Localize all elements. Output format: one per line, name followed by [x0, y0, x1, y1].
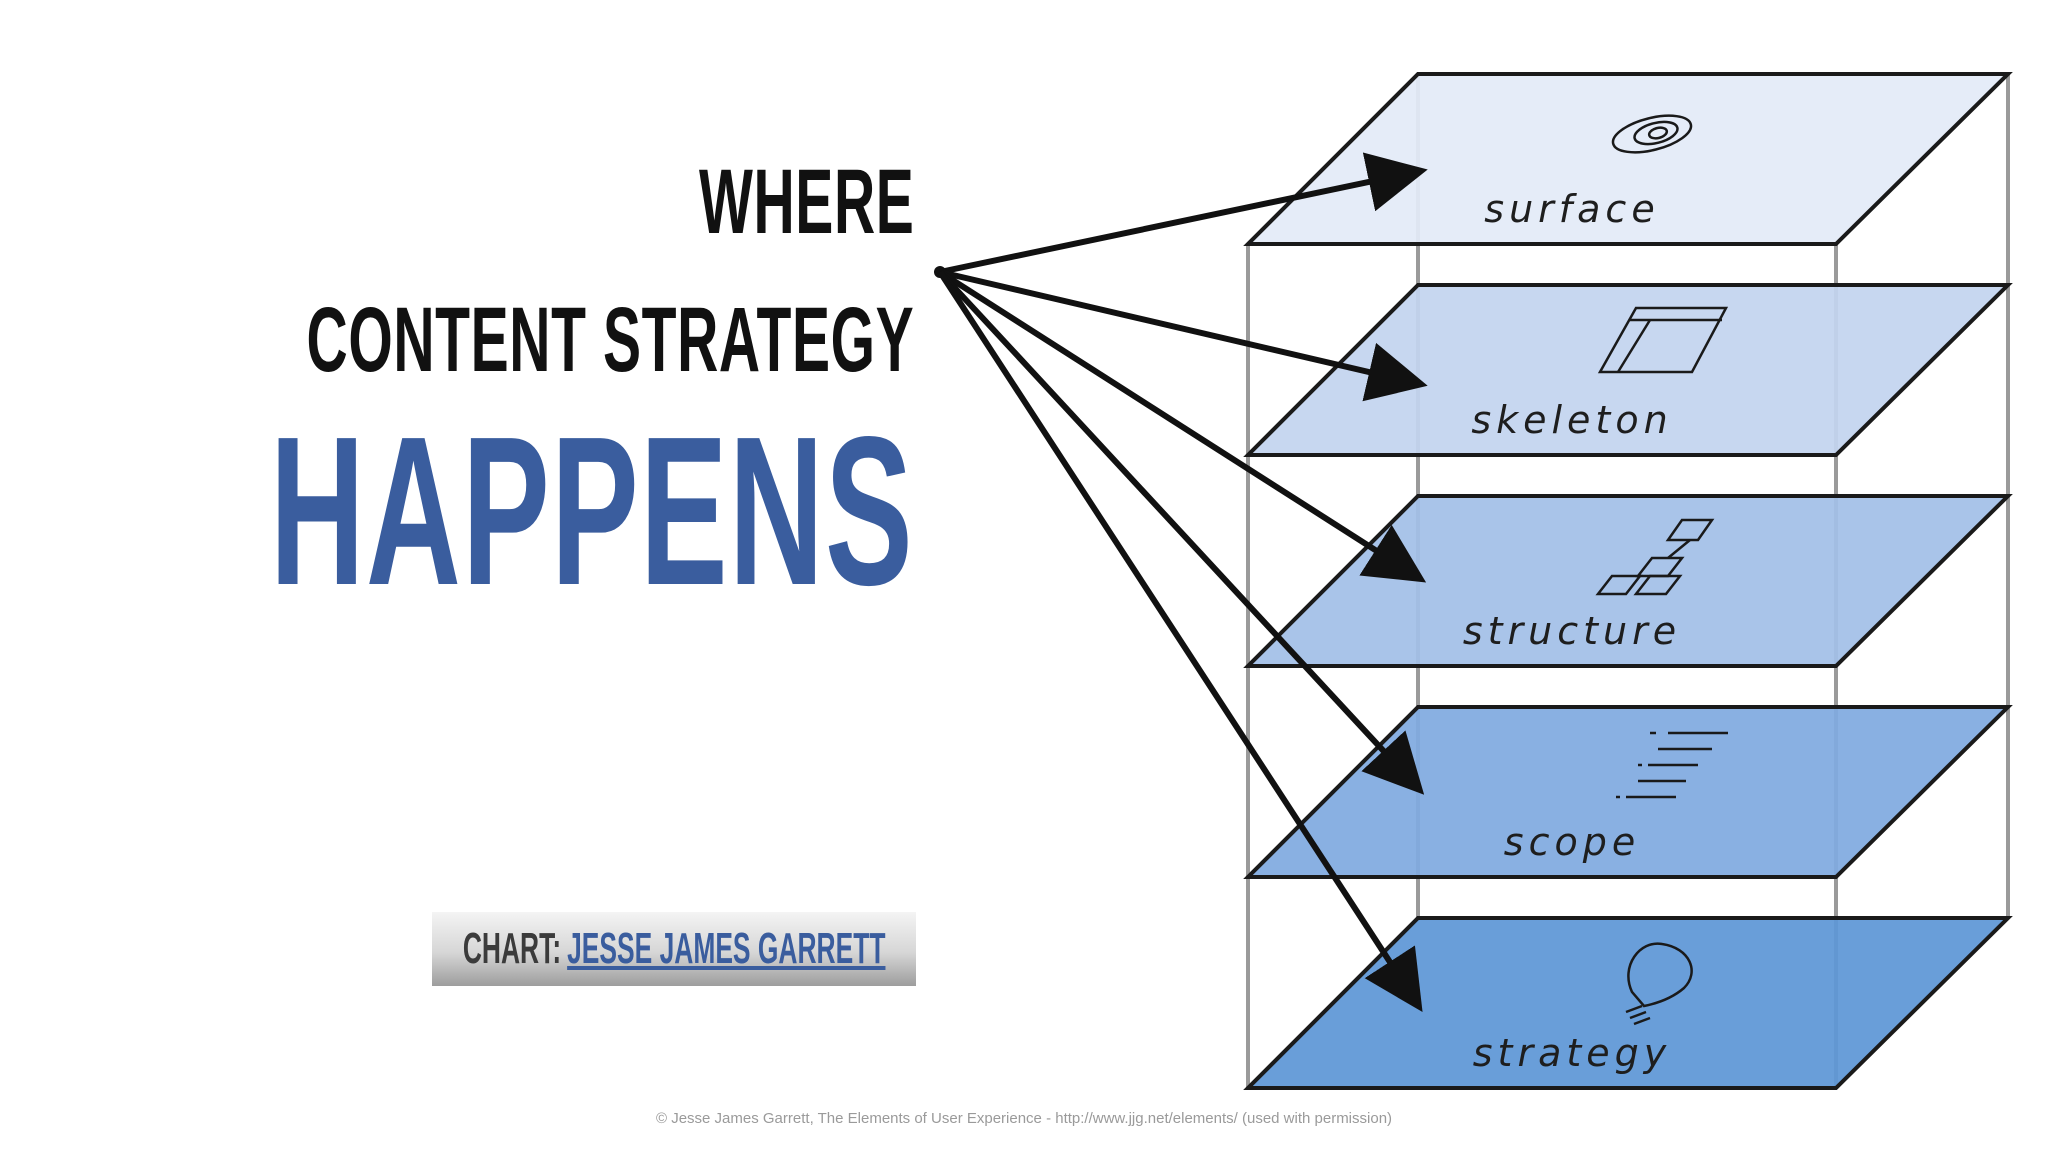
headline-line-content-strategy: CONTENT STRATEGY: [306, 289, 914, 391]
copyright-footer: © Jesse James Garrett, The Elements of U…: [655, 1110, 1393, 1127]
plane-label-skeleton: skeleton: [1471, 398, 1672, 442]
plane-label-surface: surface: [1484, 187, 1659, 231]
arrow-to-strategy: [937, 270, 1423, 1013]
headline-line-where: WHERE: [698, 151, 914, 253]
plane-label-structure: structure: [1463, 609, 1681, 653]
plane-label-scope: scope: [1504, 820, 1640, 864]
credit-author-link[interactable]: JESSE JAMES GARRETT: [566, 924, 886, 973]
chart-credit-box: CHART:JESSE JAMES GARRETT: [432, 912, 916, 986]
plane-structure: [1243, 494, 2013, 668]
lightbulb-icon: [1625, 942, 1693, 1026]
arrow-to-structure: [938, 269, 1427, 583]
sitemap-icon: [1595, 518, 1715, 596]
wireframe-icon: [1597, 306, 1729, 374]
arrow-to-surface: [939, 152, 1428, 275]
plane-skeleton: [1243, 283, 2013, 457]
arrow-to-scope: [937, 269, 1425, 795]
eye-icon: [1611, 114, 1693, 154]
list-icon: [1616, 731, 1728, 799]
arrows: [934, 152, 1428, 1013]
plane-surface: [1243, 72, 2013, 246]
plane-strategy: [1243, 916, 2013, 1090]
headline-line-happens: HAPPENS: [269, 392, 914, 629]
plane-label-strategy: strategy: [1473, 1031, 1672, 1075]
arrow-to-skeleton: [939, 269, 1428, 402]
plane-scope: [1243, 705, 2013, 879]
credit-label: CHART:: [462, 924, 561, 973]
